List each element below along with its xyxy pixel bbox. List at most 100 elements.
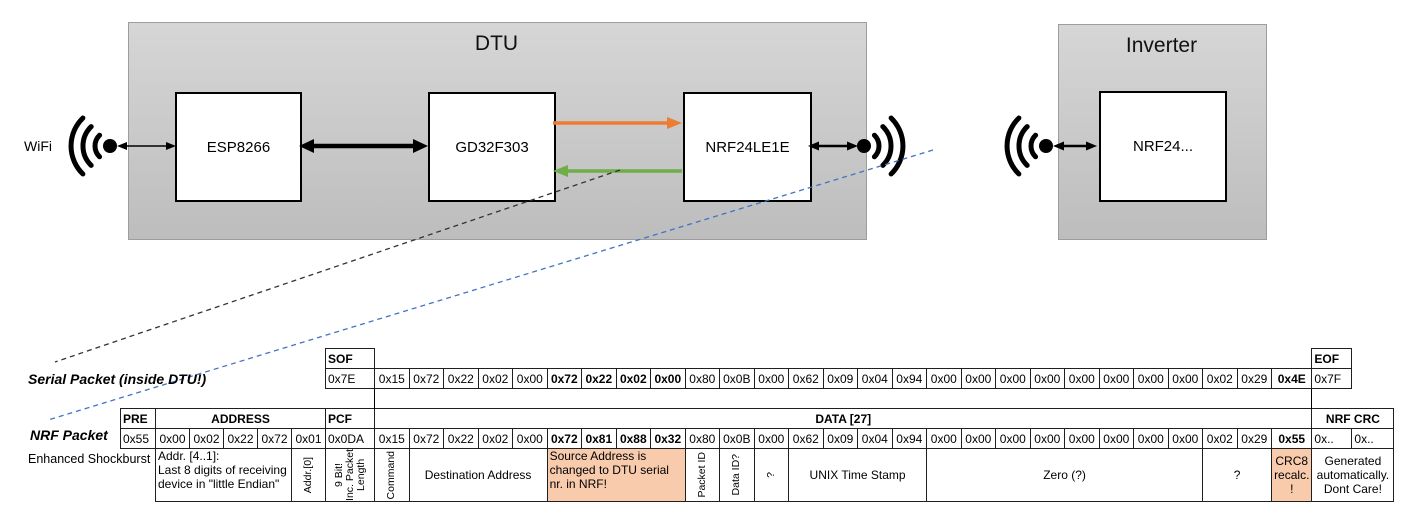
annotation-destination: Destination Address — [408, 448, 548, 502]
serial-byte: 0x29 — [1236, 368, 1273, 389]
serial-byte: 0x00 — [650, 368, 686, 389]
nrf-pre-byte: 0x55 — [120, 428, 156, 449]
nrf-crc-header: NRF CRC — [1311, 408, 1395, 429]
packet-table: SOF EOF 0x7E 0x15 0x72 0x22 0x02 0x00 0x… — [120, 348, 1395, 502]
serial-byte: 0x00 — [1167, 368, 1204, 389]
nrf-address-byte: 0x00 — [155, 428, 190, 449]
serial-byte: 0x15 — [374, 368, 410, 389]
annotation-zero: Zero (?) — [926, 448, 1204, 502]
annotation-pcf-text: 9 Bit! Inc. Packet Length — [332, 449, 367, 501]
chip-esp8266-label: ESP8266 — [206, 138, 271, 156]
spacer — [121, 369, 326, 389]
enhanced-shockburst-label: Enhanced Shockburst — [28, 452, 151, 466]
serial-byte: 0x62 — [788, 368, 824, 389]
nrf-byte: 0x00 — [1167, 428, 1204, 449]
spacer — [1352, 369, 1394, 389]
serial-byte: 0x22 — [443, 368, 479, 389]
data-right-connector-line — [374, 388, 1313, 409]
nrf-bytes-row: 0x55 0x00 0x02 0x22 0x72 0x01 0x0DA 0x15… — [120, 428, 1395, 449]
annotation-source: Source Address is changed to DTU serial … — [546, 448, 686, 502]
annotation-pcf: 9 Bit! Inc. Packet Length — [324, 448, 376, 502]
spacer — [1312, 389, 1394, 409]
nrf-byte: 0x72 — [408, 428, 445, 449]
pcf-header: PCF — [324, 408, 376, 429]
nrf-byte: 0x00 — [1098, 428, 1135, 449]
nrf-byte: 0x72 — [546, 428, 583, 449]
dtu-title: DTU — [474, 32, 519, 55]
serial-byte: 0x00 — [995, 368, 1031, 389]
serial-byte: 0x22 — [581, 368, 617, 389]
nrf-byte: 0x29 — [1236, 428, 1273, 449]
pre-header: PRE — [120, 408, 156, 429]
annotation-row: Addr. [4..1]: Last 8 digits of receiving… — [121, 448, 1395, 502]
nrf-byte: 0x80 — [684, 428, 721, 449]
chip-nrf24le1e-label: NRF24LE1E — [705, 138, 790, 156]
nrf-crc-byte: 0x.. — [1351, 428, 1395, 449]
annotation-command: Command — [374, 448, 410, 502]
nrf-byte: 0x22 — [443, 428, 479, 449]
nrf-byte: 0x00 — [995, 428, 1031, 449]
eof-header: EOF — [1311, 348, 1353, 369]
nrf-byte: 0x62 — [788, 428, 824, 449]
nrf-address-byte: 0x02 — [189, 428, 224, 449]
nrf-byte: 0x00 — [512, 428, 548, 449]
nrf-byte: 0x88 — [615, 428, 652, 449]
spacer — [121, 349, 326, 369]
nrf-byte: 0x00 — [1064, 428, 1100, 449]
serial-byte: 0x72 — [546, 368, 583, 389]
nrf-address-byte: 0x01 — [291, 428, 326, 449]
nrf-packet-label: NRF Packet — [30, 427, 108, 443]
serial-byte: 0x02 — [477, 368, 514, 389]
wifi-label: WiFi — [24, 138, 52, 154]
annotation-address-text: Addr. [4..1]: Last 8 digits of receiving… — [158, 449, 287, 492]
data-header: DATA [27] — [374, 408, 1313, 429]
serial-byte: 0x00 — [1133, 368, 1169, 389]
serial-bytes-row: 0x7E 0x15 0x72 0x22 0x02 0x00 0x72 0x22 … — [121, 368, 1394, 389]
nrf-byte: 0x15 — [374, 428, 410, 449]
nrf-byte: 0x02 — [1202, 428, 1238, 449]
annotation-addr0-text: Addr.[0] — [301, 456, 314, 494]
serial-header-row: SOF EOF — [121, 348, 1394, 369]
serial-byte: 0x00 — [960, 368, 997, 389]
annotation-generated-text: Generated automatically. Dont Care! — [1316, 453, 1390, 497]
serial-byte: 0x00 — [1029, 368, 1066, 389]
serial-byte: 0x02 — [615, 368, 652, 389]
annotation-crc8: CRC8 recalc. ! — [1271, 448, 1313, 502]
serial-packet-label: Serial Packet (inside DTU!) — [28, 371, 207, 387]
chip-gd32f303: GD32F303 — [428, 92, 556, 202]
nrf-byte: 0x32 — [650, 428, 686, 449]
annotation-command-text: Command — [385, 450, 398, 500]
nrf-byte: 0x81 — [581, 428, 617, 449]
nrf-byte: 0x09 — [822, 428, 859, 449]
annotation-question-small-text: ? — [764, 472, 777, 478]
nrf-address-byte: 0x22 — [223, 428, 258, 449]
nrf-byte: 0x00 — [960, 428, 997, 449]
serial-byte: 0x04 — [857, 368, 893, 389]
chip-gd32f303-label: GD32F303 — [455, 138, 529, 156]
serial-byte: 0x94 — [891, 368, 928, 389]
nrf-address-byte: 0x72 — [257, 428, 292, 449]
serial-eof-byte: 0x7F — [1311, 368, 1353, 389]
nrf-byte: 0x00 — [1029, 428, 1066, 449]
chip-esp8266: ESP8266 — [175, 92, 302, 202]
serial-byte: 0x4E — [1271, 368, 1313, 389]
serial-byte: 0x09 — [822, 368, 859, 389]
annotation-packet-id-text: Packet ID — [695, 452, 708, 498]
nrf-crc-byte: 0x.. — [1311, 428, 1353, 449]
gap-row — [121, 388, 1394, 409]
wifi-icon-inverter — [1004, 115, 1053, 177]
annotation-crc8-text: CRC8 recalc. ! — [1274, 453, 1310, 497]
inverter-title: Inverter — [1125, 34, 1198, 57]
annotation-source-text: Source Address is changed to DTU serial … — [549, 449, 669, 492]
serial-byte: 0x72 — [408, 368, 445, 389]
spacer — [121, 449, 156, 502]
nrf-byte: 0x00 — [1133, 428, 1169, 449]
annotation-packet-id: Packet ID — [684, 448, 721, 502]
address-header: ADDRESS — [155, 408, 326, 429]
spacer — [1352, 349, 1394, 369]
chip-inverter-nrf24: NRF24... — [1099, 91, 1227, 202]
nrf-pcf-byte: 0x0DA — [324, 428, 376, 449]
nrf-header-row: PRE ADDRESS PCF DATA [27] NRF CRC — [120, 408, 1395, 429]
nrf-byte: 0x55 — [1271, 428, 1313, 449]
chip-nrf24le1e: NRF24LE1E — [683, 92, 812, 202]
